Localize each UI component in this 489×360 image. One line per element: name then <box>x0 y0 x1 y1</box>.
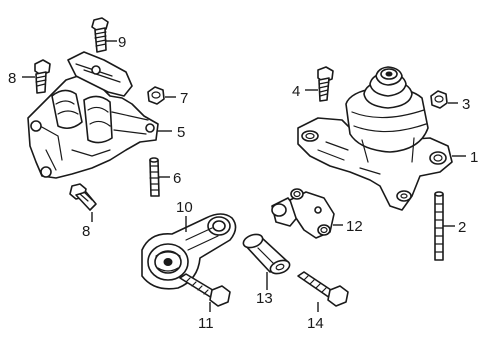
bushing-13 <box>242 233 291 275</box>
callout-5: 5 <box>177 124 185 141</box>
callout-9: 9 <box>118 34 126 51</box>
stud-6 <box>149 157 160 197</box>
bolt-8-upper <box>34 59 51 94</box>
callout-6: 6 <box>173 170 181 187</box>
bolt-11 <box>179 273 231 307</box>
bolt-4 <box>317 66 334 102</box>
engine-mount-1 <box>297 66 453 211</box>
torque-rod-10 <box>141 213 237 290</box>
nut-7 <box>147 86 165 105</box>
callout-3: 3 <box>462 96 470 113</box>
bolt-8-lower <box>69 183 97 211</box>
transmission-mount-5 <box>27 51 159 179</box>
callout-1: 1 <box>470 149 478 166</box>
bolt-14 <box>297 271 349 307</box>
callout-8-upper: 8 <box>8 70 16 87</box>
nut-3 <box>430 90 448 109</box>
callout-12: 12 <box>346 218 363 235</box>
callout-14: 14 <box>307 315 324 332</box>
callout-13: 13 <box>256 290 273 307</box>
callout-8-lower: 8 <box>82 223 90 240</box>
callout-7: 7 <box>180 90 188 107</box>
stud-2 <box>434 191 444 261</box>
callout-10: 10 <box>176 199 193 216</box>
callout-4: 4 <box>292 83 300 100</box>
callout-2: 2 <box>458 219 466 236</box>
bolt-9 <box>91 17 109 53</box>
callout-11: 11 <box>198 315 214 332</box>
bushing-bracket-12 <box>271 188 335 239</box>
